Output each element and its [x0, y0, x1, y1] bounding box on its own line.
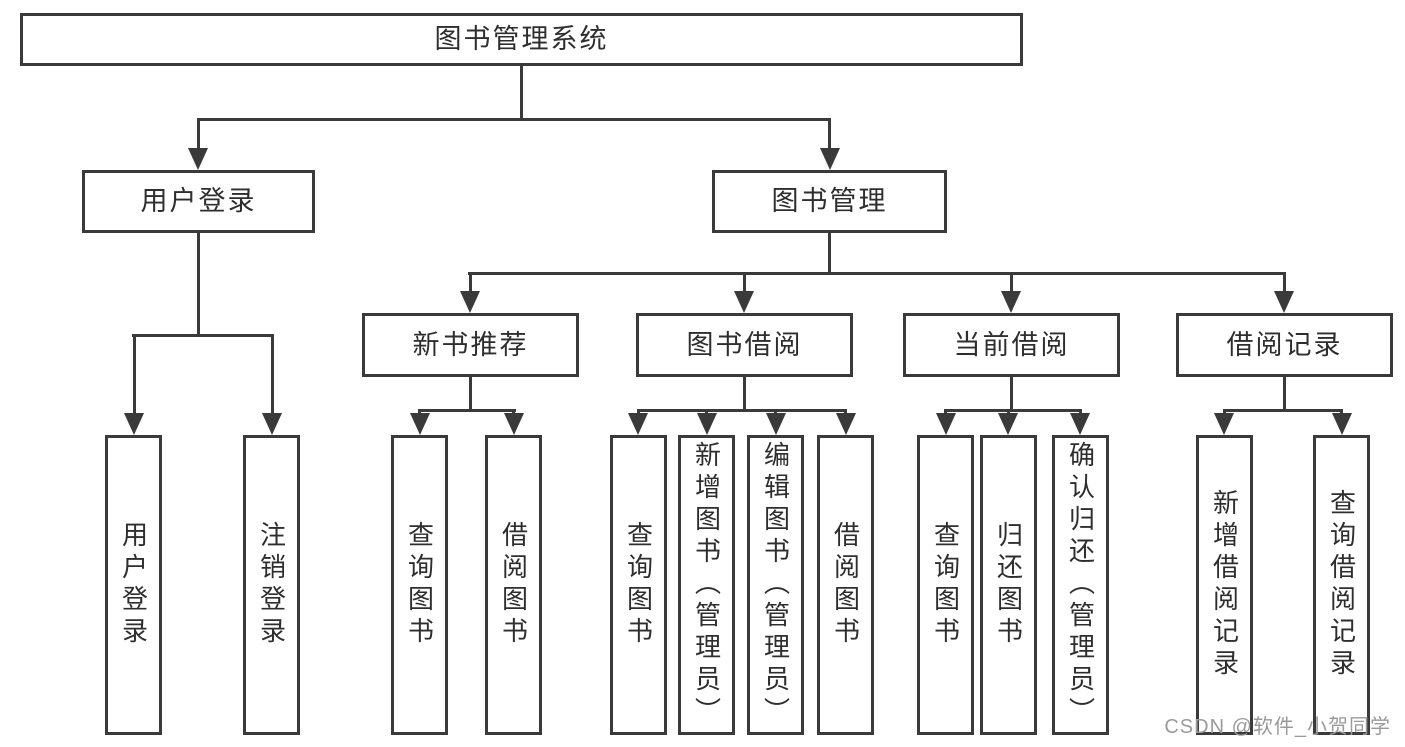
connector-current-borrow-splitter: [944, 409, 1082, 412]
connector-book-mgmt-splitter: [468, 272, 1286, 275]
connector-root-splitter: [197, 118, 831, 121]
connector-borrow-records-stub: [1283, 375, 1286, 412]
leaf-query-book-3-label: 查询图书: [930, 521, 961, 649]
leaf-edit-book: 编辑图书（管理员）: [747, 435, 804, 735]
connector-new-book-rec-splitter: [418, 409, 516, 412]
leaf-query-book-3: 查询图书: [917, 435, 974, 735]
node-book-borrow-label: 图书借阅: [686, 329, 803, 360]
arrowhead-current-borrow: [1001, 291, 1021, 313]
node-new-book-rec: 新书推荐: [362, 313, 579, 377]
connector-new-book-rec-stub: [468, 375, 472, 412]
leaf-confirm-return: 确认归还（管理员）: [1052, 435, 1109, 735]
leaf-borrow-book-1: 借阅图书: [485, 435, 542, 735]
connector-stem-leaf-user-login: [132, 335, 136, 415]
connector-book-mgmt-stub: [828, 231, 831, 275]
leaf-user-login-label: 用户登录: [118, 521, 149, 649]
arrowhead-leaf-add-book: [697, 413, 717, 435]
arrowhead-leaf-logout: [262, 413, 282, 435]
leaf-add-book-label: 新增图书（管理员）: [691, 441, 722, 729]
leaf-query-borrow-record: 查询借阅记录: [1313, 435, 1370, 735]
node-current-borrow: 当前借阅: [903, 313, 1120, 377]
connector-borrow-records-splitter: [1223, 409, 1343, 412]
connector-book-borrow-stub: [742, 375, 746, 412]
arrowhead-book-mgmt: [820, 148, 840, 170]
leaf-query-book-2-label: 查询图书: [623, 521, 654, 649]
leaf-query-book-1: 查询图书: [391, 435, 448, 735]
leaf-borrow-book-1-label: 借阅图书: [498, 521, 529, 649]
arrowhead-leaf-edit-book: [766, 413, 786, 435]
node-user-login: 用户登录: [82, 170, 315, 233]
arrowhead-leaf-return-book: [998, 413, 1018, 435]
leaf-confirm-return-label: 确认归还（管理员）: [1065, 441, 1096, 729]
connector-root-stub: [520, 64, 523, 121]
connector-stem-user-login: [197, 120, 200, 151]
connector-user-login-splitter: [132, 334, 274, 337]
connector-stem-book-borrow: [742, 273, 746, 293]
leaf-add-borrow-record-label: 新增借阅记录: [1209, 489, 1240, 681]
arrowhead-leaf-query-book-1: [410, 413, 430, 435]
arrowhead-leaf-query-book-3: [936, 413, 956, 435]
csdn-watermark: CSDN @软件_小贺同学: [1164, 716, 1391, 738]
node-book-mgmt: 图书管理: [712, 170, 947, 233]
connector-stem-current-borrow: [1009, 273, 1013, 293]
leaf-return-book-label: 归还图书: [993, 521, 1024, 649]
arrowhead-leaf-borrow-book-1: [504, 413, 524, 435]
arrowhead-leaf-query-book-2: [628, 413, 648, 435]
node-new-book-rec-label: 新书推荐: [412, 329, 529, 360]
connector-stem-new-book-rec: [468, 273, 472, 293]
node-book-mgmt-label: 图书管理: [771, 186, 888, 216]
arrowhead-leaf-add-borrow-record: [1214, 413, 1234, 435]
leaf-query-borrow-record-label: 查询借阅记录: [1326, 489, 1357, 681]
arrowhead-borrow-records: [1274, 291, 1294, 313]
node-root: 图书管理系统: [20, 13, 1023, 66]
node-borrow-records-label: 借阅记录: [1226, 329, 1343, 360]
leaf-query-book-1-label: 查询图书: [404, 521, 435, 649]
connector-book-borrow-splitter: [637, 409, 847, 412]
arrowhead-leaf-user-login: [124, 413, 144, 435]
leaf-query-book-2: 查询图书: [610, 435, 667, 735]
connector-stem-book-mgmt: [828, 120, 831, 151]
arrowhead-leaf-borrow-book-2: [836, 413, 856, 435]
arrowhead-leaf-confirm-return: [1070, 413, 1090, 435]
connector-stem-borrow-records: [1283, 273, 1286, 293]
arrowhead-leaf-query-borrow-record: [1332, 413, 1352, 435]
node-book-borrow: 图书借阅: [636, 313, 853, 377]
arrowhead-book-borrow: [734, 291, 754, 313]
leaf-borrow-book-2-label: 借阅图书: [830, 521, 861, 649]
arrowhead-user-login: [188, 148, 208, 170]
leaf-add-book: 新增图书（管理员）: [678, 435, 735, 735]
leaf-borrow-book-2: 借阅图书: [817, 435, 874, 735]
leaf-edit-book-label: 编辑图书（管理员）: [760, 441, 791, 729]
connector-user-login-stub: [197, 231, 200, 337]
leaf-logout-label: 注销登录: [256, 521, 287, 649]
node-current-borrow-label: 当前借阅: [953, 329, 1070, 360]
leaf-return-book: 归还图书: [980, 435, 1037, 735]
node-borrow-records: 借阅记录: [1176, 313, 1393, 377]
leaf-add-borrow-record: 新增借阅记录: [1196, 435, 1253, 735]
leaf-user-login: 用户登录: [105, 435, 162, 735]
connector-current-borrow-stub: [1009, 375, 1013, 412]
arrowhead-new-book-rec: [460, 291, 480, 313]
node-user-login-label: 用户登录: [140, 186, 257, 216]
connector-stem-leaf-logout: [270, 335, 274, 415]
leaf-logout: 注销登录: [243, 435, 300, 735]
node-root-label: 图书管理系统: [434, 24, 609, 54]
